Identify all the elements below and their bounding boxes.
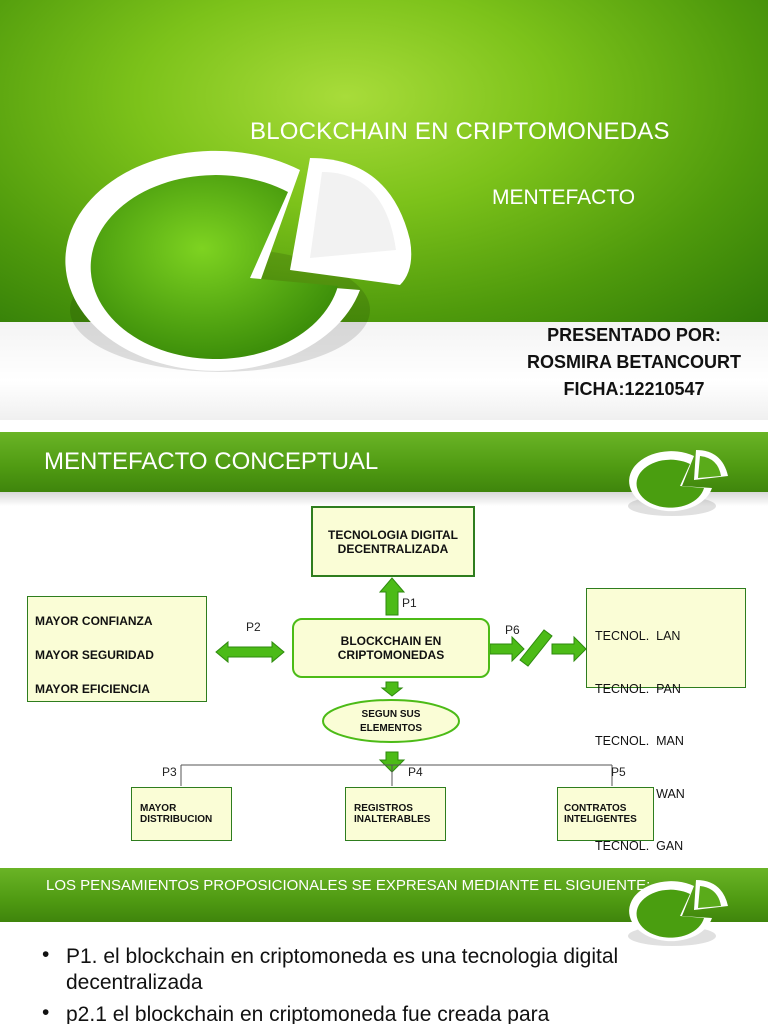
label-p3: P3 [162, 765, 177, 779]
bottom-box-distribucion: MAYOR DISTRIBUCION [131, 787, 232, 841]
box-text: MAYOR EFICIENCIA [35, 682, 150, 696]
presenter-line: ROSMIRA BETANCOURT [527, 352, 741, 372]
slide-propositions: LOS PENSAMIENTOS PROPOSICIONALES SE EXPR… [0, 868, 768, 1024]
box-text: TECNOL. PAN [595, 681, 681, 696]
box-text: REGISTROS [354, 803, 413, 814]
label-p4: P4 [408, 765, 423, 779]
presenter-info: PRESENTADO POR: ROSMIRA BETANCOURT FICHA… [500, 322, 768, 403]
left-concept-box: MAYOR CONFIANZA MAYOR SEGURIDAD MAYOR EF… [27, 596, 207, 702]
ellipse-line: SEGUN SUS [361, 709, 421, 720]
bottom-box-contratos: CONTRATOS INTELIGENTES [557, 787, 654, 841]
presentation-title: BLOCKCHAIN EN CRIPTOMONEDAS [250, 118, 670, 145]
box-text: TECNOLOGIA DIGITAL [328, 527, 458, 542]
box-text: BLOCKCHAIN EN [340, 634, 442, 648]
slide-title: LOS PENSAMIENTOS PROPOSICIONALES SE EXPR… [46, 877, 651, 894]
label-p2: P2 [246, 620, 261, 634]
right-concept-box: TECNOL. LAN TECNOL. PAN TECNOL. MAN TECN… [586, 588, 746, 853]
pie-logo-icon [628, 880, 728, 946]
box-text: CRIPTOMONEDAS [337, 648, 445, 662]
list-item: •P1. el blockchain en criptomoneda es un… [42, 943, 619, 994]
proposition-list: •P1. el blockchain en criptomoneda es un… [40, 943, 740, 1024]
box-text: DISTRIBUCION [140, 814, 213, 825]
bullet-text: P1. el blockchain en criptomoneda es una… [66, 945, 619, 994]
presenter-line: FICHA:12210547 [563, 379, 705, 399]
header-shadow [0, 492, 768, 506]
box-text: INALTERABLES [354, 814, 431, 825]
presentation-subtitle: MENTEFACTO [492, 186, 636, 209]
box-text: TECNOL. LAN [595, 629, 681, 643]
box-text: TECNOL. GAN [595, 839, 684, 853]
pie-logo-icon [628, 450, 728, 516]
box-text: MAYOR SEGURIDAD [35, 648, 154, 662]
central-concept-box: BLOCKCHAIN EN CRIPTOMONEDAS [292, 618, 490, 678]
slide-title: MENTEFACTO CONCEPTUAL [44, 448, 379, 475]
list-item: •p2.1 el blockchain en criptomoneda fue … [42, 1001, 550, 1024]
ellipse-line: ELEMENTOS [359, 723, 423, 734]
label-p1: P1 [402, 596, 417, 610]
label-p6: P6 [505, 623, 520, 637]
slide-mentefacto: MENTEFACTO CONCEPTUAL [0, 432, 768, 856]
bottom-box-registros: REGISTROS INALTERABLES [345, 787, 446, 841]
top-concept-box: TECNOLOGIA DIGITAL DECENTRALIZADA [311, 506, 475, 577]
ellipse-text: SEGUN SUS ELEMENTOS [323, 708, 459, 736]
slide-title: BLOCKCHAIN EN CRIPTOMONEDAS MENTEFACTO P… [0, 0, 768, 420]
box-text: TECNOL. MAN [595, 734, 684, 748]
diagram-connectors [180, 577, 613, 786]
box-text: INTELIGENTES [564, 814, 637, 825]
box-text: MAYOR [140, 803, 177, 814]
ellipse-shape [322, 699, 460, 743]
bullet-text: p2.1 el blockchain en criptomoneda fue c… [66, 1003, 550, 1024]
box-text: CONTRATOS [564, 803, 627, 814]
label-p5: P5 [611, 765, 626, 779]
presenter-line: PRESENTADO POR: [547, 325, 721, 345]
box-text: DECENTRALIZADA [337, 541, 449, 556]
pie-logo-icon [65, 150, 412, 372]
box-text: MAYOR CONFIANZA [35, 614, 153, 628]
